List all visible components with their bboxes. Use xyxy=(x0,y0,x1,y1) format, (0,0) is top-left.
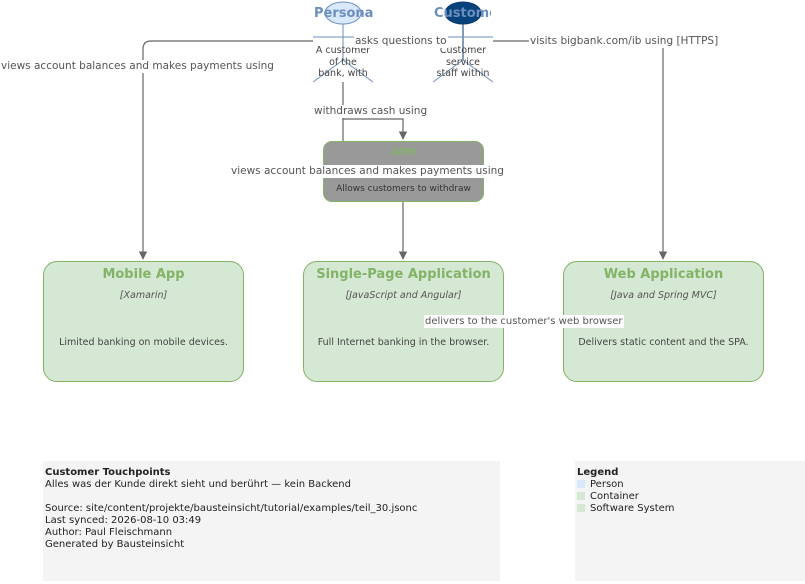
web-app-description: Delivers static content and the SPA. xyxy=(578,337,749,348)
edge-withdraws xyxy=(342,82,408,140)
diagram-source: Source: site/content/projekte/bausteinsi… xyxy=(45,503,418,514)
spa-title: Single-Page Application xyxy=(316,267,491,282)
person-customer-service-name: Custome xyxy=(434,6,491,21)
legend-swatch-container xyxy=(577,492,585,500)
mobile-app-technology: [Xamarin] xyxy=(119,290,168,301)
mobile-app-title: Mobile App xyxy=(102,267,185,282)
spa-technology: [JavaScript and Angular] xyxy=(345,290,462,301)
mobile-app-description: Limited banking on mobile devices. xyxy=(59,337,228,348)
person-persona-name: Persona xyxy=(314,6,374,21)
person-customer-service-description: Customer service staff within xyxy=(436,45,490,79)
legend-item-person: Person xyxy=(577,479,803,491)
edge-label-withdraws: withdraws cash using xyxy=(313,105,429,118)
atm-description: Allows customers to withdraw xyxy=(336,184,471,194)
person-persona-description: A customer of the bank, with xyxy=(315,45,371,79)
edge-label-views-spa: views account balances and makes payment… xyxy=(230,165,505,178)
edge-label-visits: visits bigbank.com/ib using [HTTPS] xyxy=(529,35,720,48)
edge-label-asks-questions: asks questions to xyxy=(354,35,448,48)
person-persona-shape xyxy=(312,1,374,83)
edge-views-mobile xyxy=(138,40,313,260)
web-app-technology: [Java and Spring MVC] xyxy=(610,290,717,301)
legend-swatch-person xyxy=(577,480,585,488)
diagram-info-panel: Customer Touchpoints Alles was der Kunde… xyxy=(43,461,500,581)
legend-item-container: Container xyxy=(577,491,803,503)
spa-description: Full Internet banking in the browser. xyxy=(317,337,490,348)
container-mobile-app: Mobile App [Xamarin] Limited banking on … xyxy=(43,261,244,382)
legend-swatch-software-system xyxy=(577,504,585,512)
edge-label-views-mobile: views account balances and makes payment… xyxy=(0,60,275,73)
edge-label-delivers: delivers to the customer's web browser xyxy=(424,315,624,328)
legend-item-software-system: Software System xyxy=(577,503,803,515)
edge-visits xyxy=(493,40,668,260)
legend-title: Legend xyxy=(577,467,619,478)
atm-title: ATM xyxy=(391,147,416,158)
web-app-title: Web Application xyxy=(603,267,724,282)
diagram-subtitle: Alles was der Kunde direkt sieht und ber… xyxy=(45,479,351,490)
diagram-generator: Generated by Bausteinsicht xyxy=(45,539,185,550)
diagram-last-synced: Last synced: 2026-08-10 03:49 xyxy=(45,515,202,526)
legend-panel: Legend Person Container Software System xyxy=(575,461,805,581)
diagram-title: Customer Touchpoints xyxy=(45,467,171,478)
diagram-author: Author: Paul Fleischmann xyxy=(45,527,173,538)
